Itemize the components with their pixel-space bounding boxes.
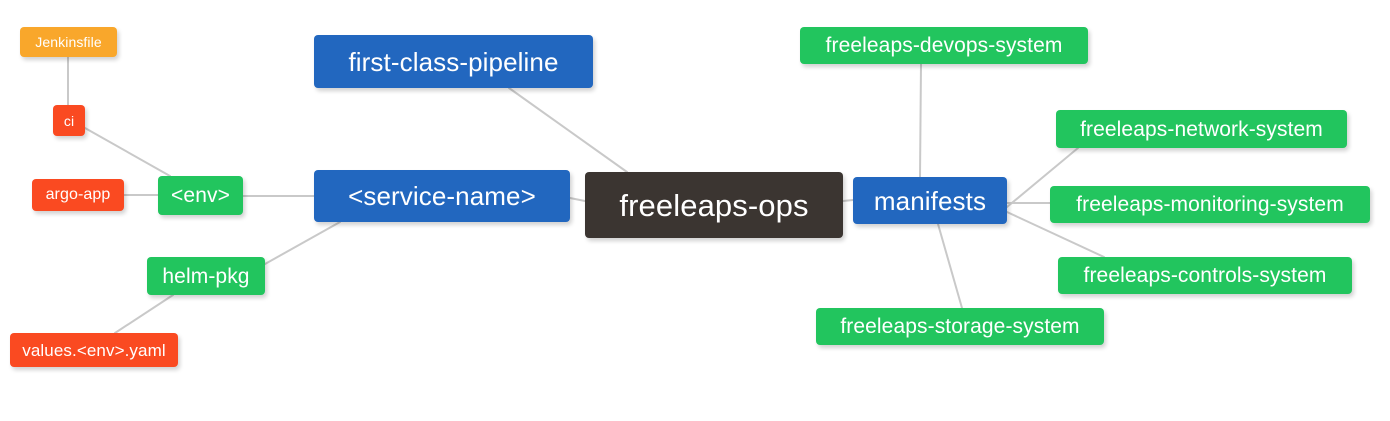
edge-service-name-to-helm-pkg xyxy=(264,221,341,265)
mindmap-node-freeleaps-storage-system[interactable]: freeleaps-storage-system xyxy=(816,308,1104,345)
mindmap-node-manifests[interactable]: manifests xyxy=(853,177,1007,224)
mindmap-node-env[interactable]: <env> xyxy=(158,176,243,215)
mindmap-node-values-yaml[interactable]: values.<env>.yaml xyxy=(10,333,178,367)
mindmap-node-argo-app[interactable]: argo-app xyxy=(32,179,124,211)
mindmap-node-freeleaps-monitoring-system[interactable]: freeleaps-monitoring-system xyxy=(1050,186,1370,223)
mindmap-node-helm-pkg[interactable]: helm-pkg xyxy=(147,257,265,295)
edge-freeleaps-ops-to-manifests xyxy=(842,199,854,202)
mindmap-node-freeleaps-ops[interactable]: freeleaps-ops xyxy=(585,172,843,238)
mindmap-node-freeleaps-controls-system[interactable]: freeleaps-controls-system xyxy=(1058,257,1352,294)
mindmap-node-freeleaps-network-system[interactable]: freeleaps-network-system xyxy=(1056,110,1347,148)
mindmap-node-first-class-pipeline[interactable]: first-class-pipeline xyxy=(314,35,593,88)
edge-manifests-to-freeleaps-storage-system xyxy=(937,223,963,309)
mindmap-node-freeleaps-devops-system[interactable]: freeleaps-devops-system xyxy=(800,27,1088,64)
edge-freeleaps-ops-to-first-class-pipeline xyxy=(508,87,628,173)
edge-env-to-ci xyxy=(84,127,171,177)
mindmap-node-ci[interactable]: ci xyxy=(53,105,85,136)
edge-freeleaps-ops-to-service-name xyxy=(569,197,586,202)
edge-helm-pkg-to-values-yaml xyxy=(114,294,174,334)
mindmap-node-jenkinsfile[interactable]: Jenkinsfile xyxy=(20,27,117,57)
mindmap-node-service-name[interactable]: <service-name> xyxy=(314,170,570,222)
edge-manifests-to-freeleaps-devops-system xyxy=(919,63,922,178)
